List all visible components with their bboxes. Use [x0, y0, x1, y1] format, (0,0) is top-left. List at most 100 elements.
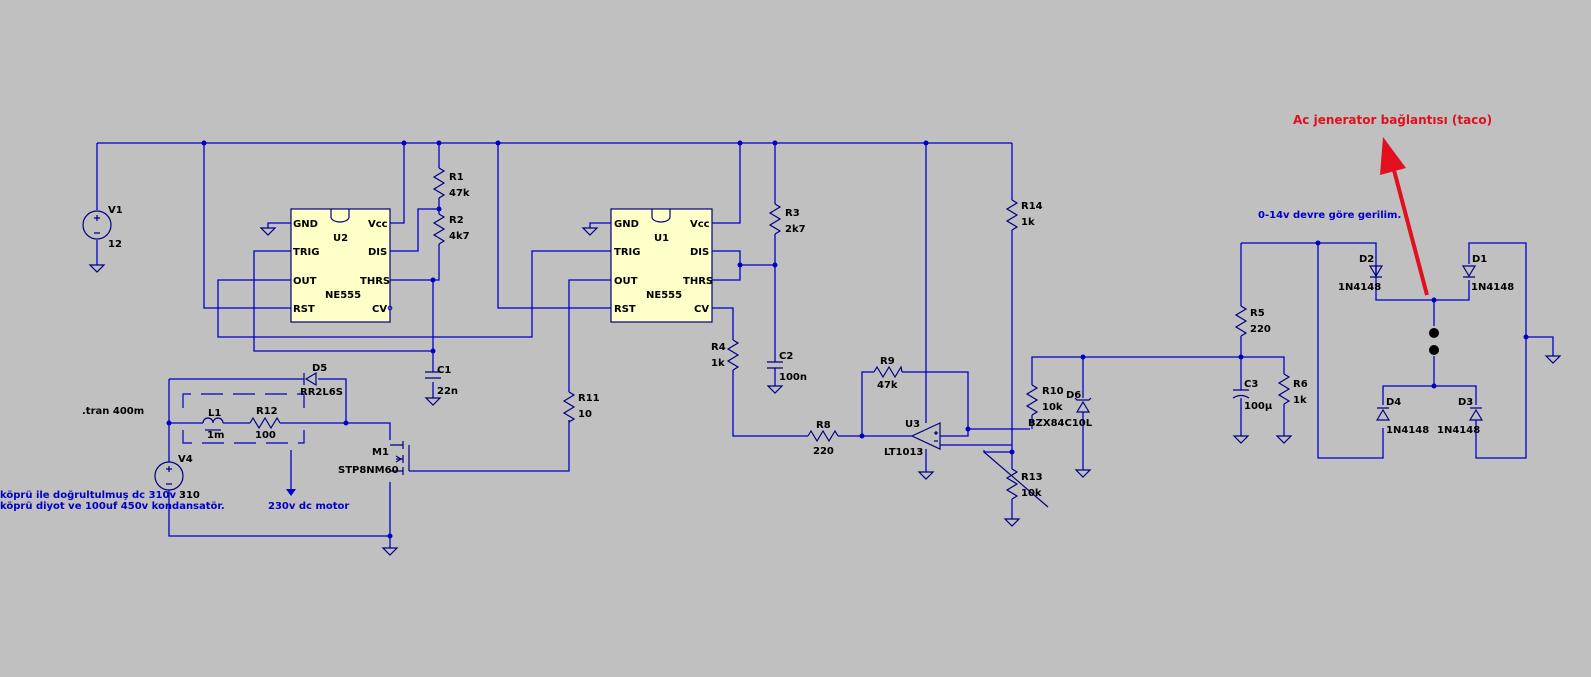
- u2-pin-cv: CV: [372, 304, 387, 315]
- r14-value: 1k: [1021, 217, 1035, 228]
- u2-pin-rst: RST: [293, 304, 315, 315]
- tran-directive: .tran 400m: [82, 406, 144, 417]
- rectified-note-line2: köprü diyot ve 100uf 450v kondansatör.: [0, 501, 225, 512]
- d1-value: 1N4148: [1471, 282, 1514, 293]
- generator-arrow: [1380, 137, 1429, 296]
- v1-source[interactable]: V1 12: [82, 205, 123, 250]
- r14-resistor[interactable]: R14 1k: [1005, 199, 1043, 231]
- u3-label: U3: [905, 419, 920, 430]
- u1-timer[interactable]: U1 NE555 GND TRIG OUT RST Vcc DIS THRS C…: [610, 208, 713, 323]
- r10-label: R10: [1042, 386, 1064, 397]
- wires: [96, 142, 1554, 548]
- d5-diode[interactable]: D5 RR2L6S: [300, 363, 343, 398]
- r13-resistor[interactable]: R13 10k: [983, 451, 1049, 508]
- r1-resistor[interactable]: R1 47k: [432, 167, 470, 199]
- u2-pin-dis: DIS: [368, 247, 387, 258]
- d4-value: 1N4148: [1386, 425, 1429, 436]
- c2-value: 100n: [779, 372, 807, 383]
- u1-pin-rst: RST: [614, 304, 636, 315]
- r3-value: 2k7: [785, 224, 806, 235]
- c3-capacitor[interactable]: C3 100µ: [1232, 379, 1273, 412]
- r8-label: R8: [816, 420, 831, 431]
- u2-type: NE555: [325, 290, 361, 301]
- d3-label: D3: [1458, 397, 1473, 408]
- generator-connection[interactable]: [1429, 328, 1439, 355]
- d5-value: RR2L6S: [300, 387, 343, 398]
- m1-value: STP8NM60: [338, 465, 399, 476]
- v4-source[interactable]: V4 310: [154, 454, 200, 501]
- l1-inductor[interactable]: L1 1m: [202, 408, 224, 441]
- d1-label: D1: [1472, 254, 1487, 265]
- r6-label: R6: [1293, 379, 1308, 390]
- junctions: [166, 140, 1529, 539]
- c1-value: 22n: [437, 386, 458, 397]
- r6-resistor[interactable]: R6 1k: [1277, 373, 1308, 406]
- c1-capacitor[interactable]: C1 22n: [425, 365, 458, 397]
- l1-value: 1m: [207, 430, 224, 441]
- d6-value: BZX84C10L: [1028, 418, 1093, 429]
- r3-label: R3: [785, 208, 800, 219]
- d4-diode[interactable]: D4 1N4148: [1375, 397, 1429, 436]
- r11-value: 10: [578, 409, 592, 420]
- r5-resistor[interactable]: R5 220: [1234, 305, 1271, 337]
- c3-label: C3: [1244, 379, 1258, 390]
- u2-pin-trig: TRIG: [293, 247, 319, 258]
- r12-value: 100: [255, 430, 276, 441]
- r11-resistor[interactable]: R11 10: [562, 391, 600, 423]
- d3-diode[interactable]: D3 1N4148: [1437, 397, 1484, 436]
- r3-resistor[interactable]: R3 2k7: [768, 203, 806, 235]
- c3-value: 100µ: [1244, 401, 1273, 412]
- r9-resistor[interactable]: R9 47k: [873, 356, 903, 391]
- r1-value: 47k: [449, 188, 470, 199]
- m1-label: M1: [372, 447, 389, 458]
- r9-value: 47k: [877, 380, 898, 391]
- r10-resistor[interactable]: R10 10k: [1025, 384, 1064, 416]
- r6-value: 1k: [1293, 395, 1307, 406]
- d2-value: 1N4148: [1338, 282, 1381, 293]
- u1-type: NE555: [646, 290, 682, 301]
- r14-label: R14: [1021, 201, 1043, 212]
- rectified-note-line1: köprü ile doğrultulmuş dc 310v: [0, 489, 176, 501]
- r4-label: R4: [711, 342, 726, 353]
- v1-label: V1: [108, 205, 123, 216]
- u1-pin-vcc: Vcc: [690, 219, 710, 230]
- u1-pin-out: OUT: [614, 276, 638, 287]
- u2-pin-gnd: GND: [293, 219, 318, 230]
- u2-label: U2: [333, 233, 348, 244]
- d6-label: D6: [1066, 390, 1081, 401]
- motor-note: 230v dc motor: [268, 501, 349, 512]
- r5-value: 220: [1250, 324, 1271, 335]
- r12-label: R12: [256, 406, 278, 417]
- r2-resistor[interactable]: R2 4k7: [432, 213, 470, 245]
- m1-mosfet[interactable]: M1 STP8NM60: [338, 441, 410, 476]
- r13-label: R13: [1021, 472, 1043, 483]
- u2-timer[interactable]: U2 NE555 GND TRIG OUT RST Vcc DIS THRS C…: [290, 208, 393, 323]
- range-note: 0-14v devre göre gerilim.: [1258, 210, 1401, 221]
- u1-pin-trig: TRIG: [614, 247, 640, 258]
- u3-opamp[interactable]: U3 LT1013: [884, 419, 941, 458]
- r8-resistor[interactable]: R8 220: [807, 420, 839, 457]
- c2-capacitor[interactable]: C2 100n: [767, 351, 807, 383]
- u1-pin-thrs: THRS: [683, 276, 713, 287]
- u1-pin-gnd: GND: [614, 219, 639, 230]
- r12-resistor[interactable]: R12 100: [249, 406, 281, 441]
- c2-label: C2: [779, 351, 793, 362]
- r10-value: 10k: [1042, 402, 1063, 413]
- c1-label: C1: [437, 365, 451, 376]
- d4-label: D4: [1386, 397, 1401, 408]
- u3-value: LT1013: [884, 447, 923, 458]
- r2-value: 4k7: [449, 231, 470, 242]
- d6-zener[interactable]: D6 BZX84C10L: [1028, 390, 1093, 429]
- v4-value: 310: [179, 490, 200, 501]
- r5-label: R5: [1250, 308, 1265, 319]
- d1-diode[interactable]: D1 1N4148: [1461, 254, 1514, 293]
- u2-pin-thrs: THRS: [360, 276, 390, 287]
- u1-pin-dis: DIS: [690, 247, 709, 258]
- generator-note: Ac jenerator bağlantısı (taco): [1293, 113, 1492, 127]
- r4-resistor[interactable]: R4 1k: [711, 339, 740, 371]
- d2-label: D2: [1359, 254, 1374, 265]
- motor-region: [182, 393, 305, 444]
- u1-pin-cv: CV: [694, 304, 709, 315]
- d2-diode[interactable]: D2 1N4148: [1338, 254, 1384, 293]
